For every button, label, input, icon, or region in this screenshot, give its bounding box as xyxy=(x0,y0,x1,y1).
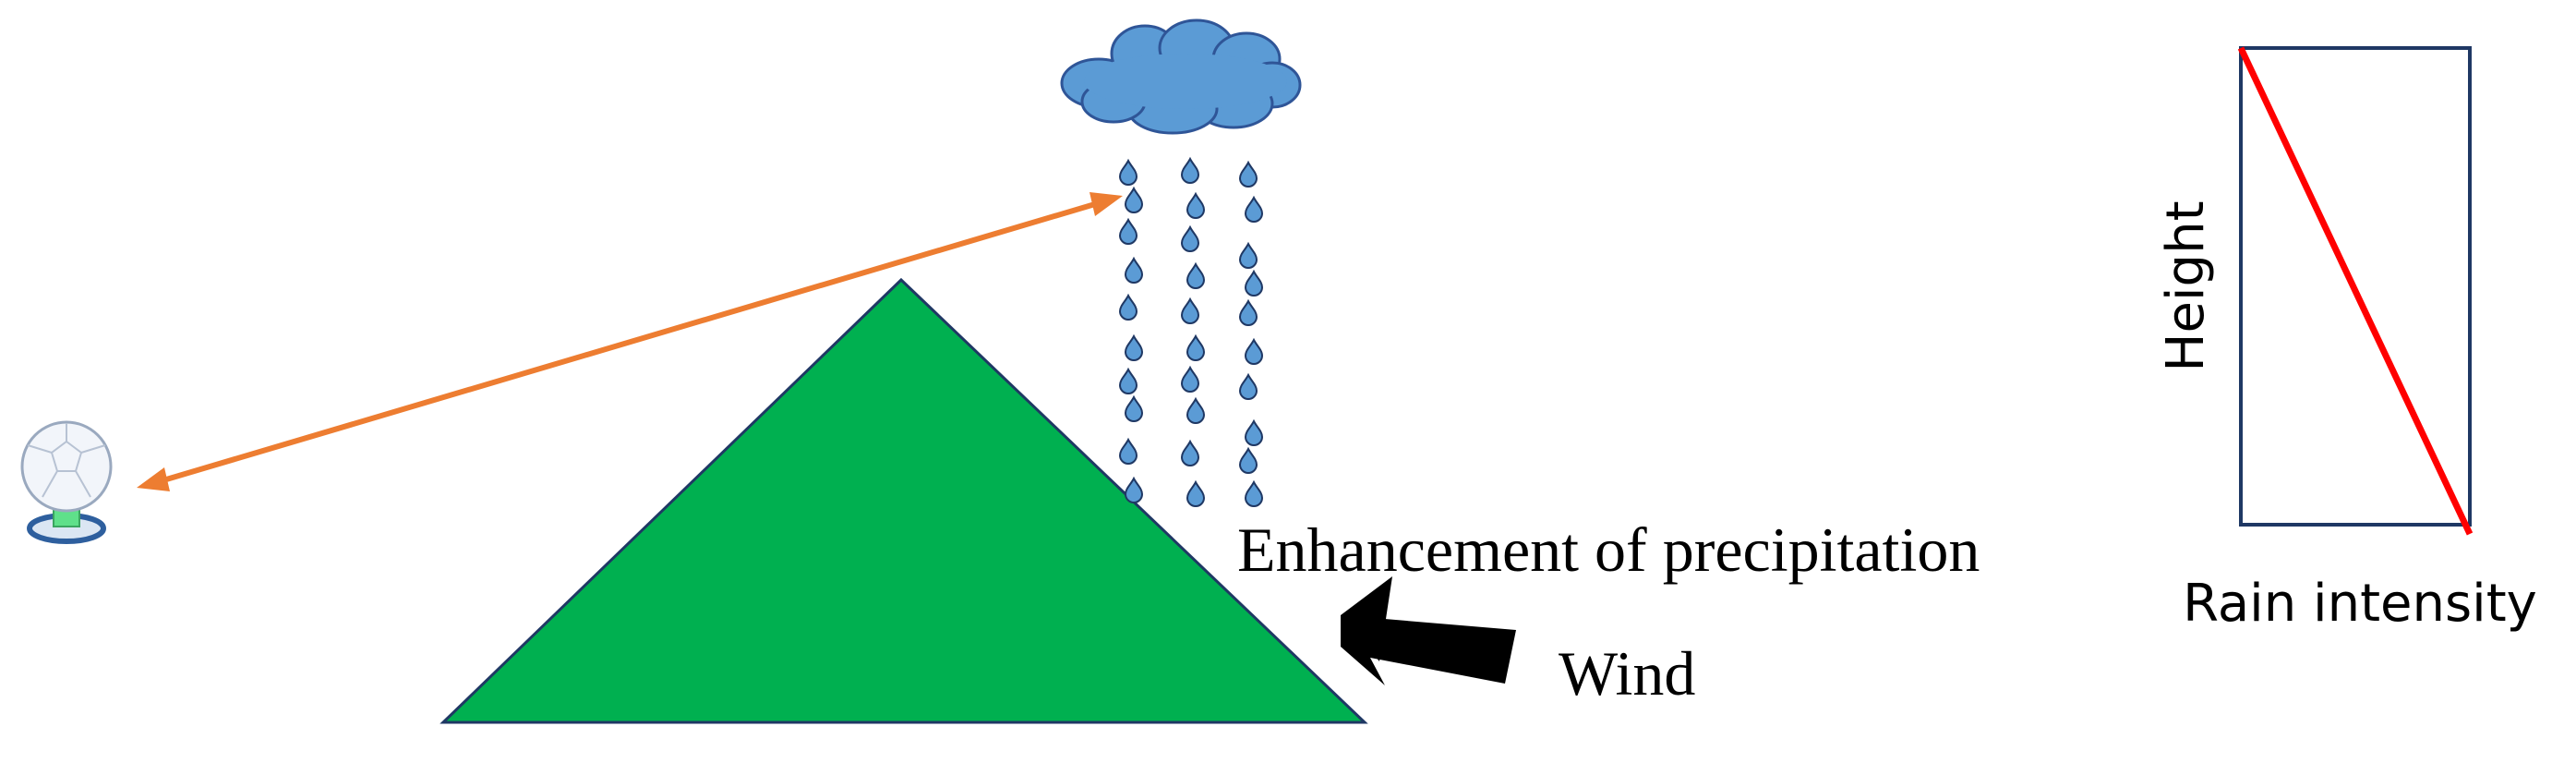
wind-arrow xyxy=(1341,576,1516,685)
radar-beam-arrow xyxy=(137,192,1123,491)
profile-frame xyxy=(2239,46,2472,527)
raindrop-icon xyxy=(1118,367,1138,394)
wind-label: Wind xyxy=(1559,638,1695,708)
raindrop-icon xyxy=(1124,394,1144,422)
raindrop-icon xyxy=(1238,241,1258,269)
raindrop-icon xyxy=(1118,158,1138,186)
raindrop-icon xyxy=(1244,337,1264,365)
raindrop-icon xyxy=(1186,479,1206,507)
raindrop-icon xyxy=(1186,261,1206,289)
raindrop-icon xyxy=(1244,269,1264,297)
raindrop-icon xyxy=(1238,160,1258,188)
raindrop-icon xyxy=(1124,186,1144,213)
raindrop-icon xyxy=(1186,191,1206,219)
raindrop-icon xyxy=(1238,372,1258,400)
raindrop-icon xyxy=(1124,476,1144,503)
raindrop-icon xyxy=(1180,439,1200,466)
enhancement-label: Enhancement of precipitation xyxy=(1237,515,1980,585)
raindrop-icon xyxy=(1238,298,1258,326)
raindrop-icon xyxy=(1186,396,1206,424)
height-axis-label: Height xyxy=(2156,200,2216,371)
raindrop-icon xyxy=(1118,437,1138,465)
rain-intensity-axis-label: Rain intensity xyxy=(2183,574,2537,634)
raindrop-icon xyxy=(1118,293,1138,321)
raindrop-icon xyxy=(1244,418,1264,446)
rain-drops xyxy=(1118,156,1264,507)
rain-profile-chart: Height Rain intensity xyxy=(2156,46,2537,634)
raindrop-icon xyxy=(1186,333,1206,361)
raindrop-icon xyxy=(1244,195,1264,223)
raindrop-icon xyxy=(1180,156,1200,184)
mountain xyxy=(439,277,1368,724)
raindrop-icon xyxy=(1124,256,1144,284)
profile-line xyxy=(2237,46,2474,536)
cloud-fill xyxy=(1084,54,1287,109)
radar-dome-icon xyxy=(20,420,113,544)
raindrop-icon xyxy=(1124,333,1144,361)
raindrop-icon xyxy=(1118,217,1138,245)
raindrop-icon xyxy=(1180,365,1200,393)
raindrop-icon xyxy=(1238,446,1258,474)
raindrop-icon xyxy=(1180,297,1200,324)
raindrop-icon xyxy=(1244,479,1264,507)
raindrop-icon xyxy=(1180,224,1200,252)
